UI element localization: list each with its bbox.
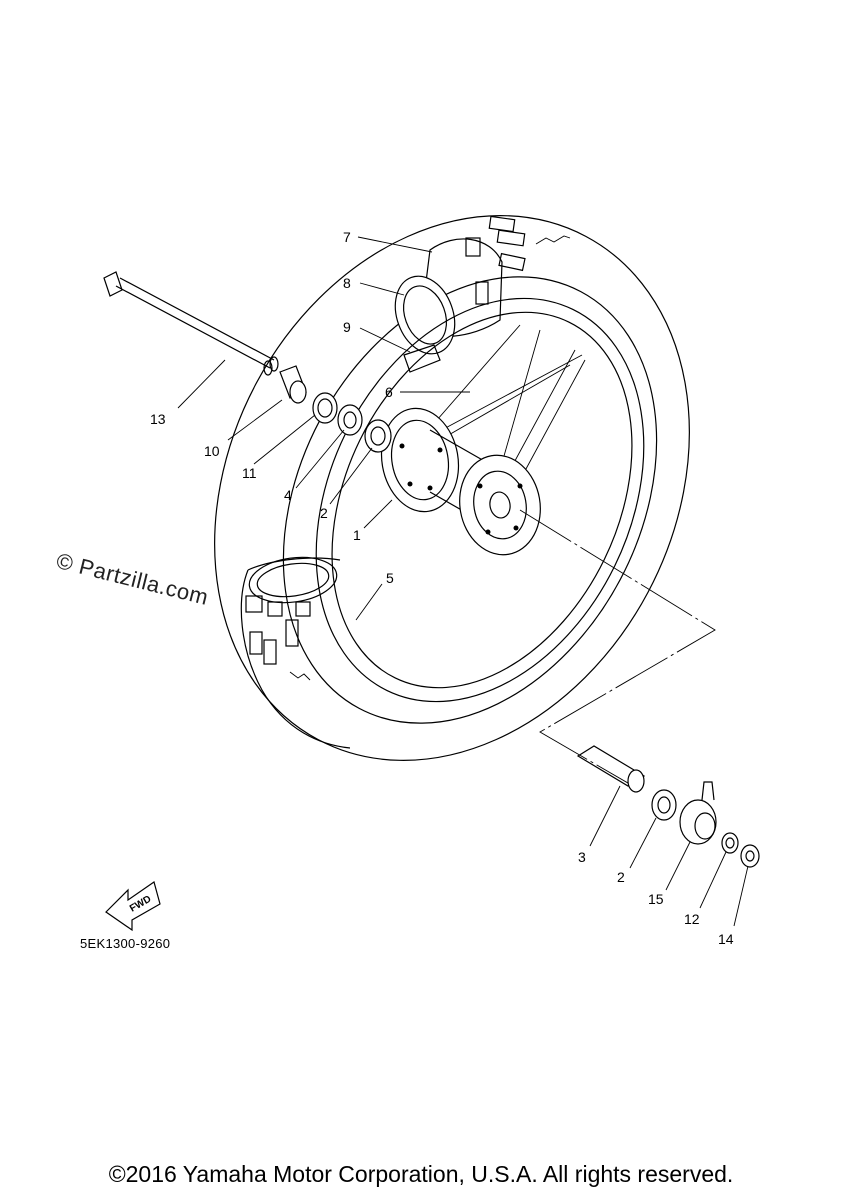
callout-11: 11: [242, 465, 257, 481]
diagram-code: 5EK1300-9260: [80, 936, 171, 951]
callout-2-right: 2: [617, 869, 625, 885]
nut-14: [740, 844, 760, 868]
gear-unit-15: [679, 781, 717, 845]
callout-8: 8: [343, 275, 351, 291]
callout-13: 13: [150, 411, 166, 427]
callout-3: 3: [578, 849, 586, 865]
callout-1: 1: [353, 527, 361, 543]
oil-seal-11: [312, 392, 338, 424]
tire: [214, 215, 690, 761]
callout-7: 7: [343, 229, 351, 245]
collar-10: [279, 365, 307, 404]
callout-5: 5: [386, 570, 394, 586]
collar-3: [576, 745, 646, 793]
callout-15: 15: [648, 891, 664, 907]
washer-12: [721, 832, 739, 854]
callout-4: 4: [284, 487, 292, 503]
callout-labels: 7 8 9 6 13 10 11 4 2 1 5 3 2 15 12 14: [150, 229, 734, 947]
callout-10: 10: [204, 443, 220, 459]
copyright-notice: ©2016 Yamaha Motor Corporation, U.S.A. A…: [108, 1161, 734, 1187]
assembly-guide-lines: [519, 509, 716, 791]
callout-2-left: 2: [320, 505, 328, 521]
tube-section: [394, 238, 503, 373]
bearing-2-left: [364, 419, 392, 453]
bearing-2-right: [651, 789, 677, 821]
bearing-4: [337, 404, 363, 436]
leader-lines: [177, 236, 749, 927]
callout-9: 9: [343, 319, 351, 335]
callout-6: 6: [385, 384, 393, 400]
spokes: [429, 324, 586, 481]
callout-12: 12: [684, 911, 700, 927]
axle: [103, 271, 279, 376]
fwd-arrow-icon: FWD: [105, 881, 161, 932]
hub: [380, 407, 541, 556]
callout-14: 14: [718, 931, 734, 947]
